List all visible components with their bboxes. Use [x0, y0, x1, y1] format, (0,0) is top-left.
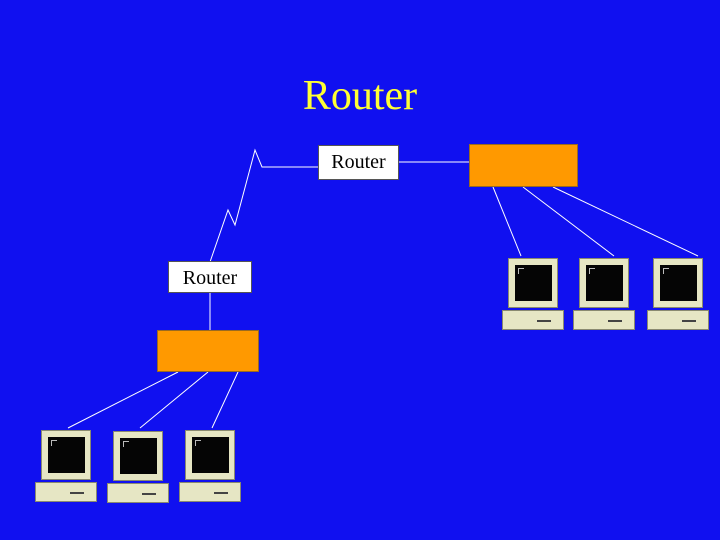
lan-link: [522, 186, 615, 257]
computer-icon: [179, 430, 241, 502]
router-left: Router: [168, 261, 252, 293]
computer-icon: [647, 258, 709, 330]
lan-link: [67, 371, 179, 429]
computer-icon: [107, 431, 169, 503]
router-top: Router: [318, 145, 399, 180]
lan-link: [552, 186, 699, 257]
router-label: Router: [182, 267, 238, 289]
router-label: Router: [331, 151, 386, 173]
slide-title: Router: [302, 73, 418, 119]
switch-top: [469, 144, 578, 187]
wan-link: [209, 148, 318, 263]
lan-link: [211, 371, 239, 429]
lan-link: [492, 186, 522, 257]
computer-icon: [573, 258, 635, 330]
computer-icon: [502, 258, 564, 330]
lan-link: [139, 371, 209, 429]
switch-left: [157, 330, 259, 372]
computer-icon: [35, 430, 97, 502]
